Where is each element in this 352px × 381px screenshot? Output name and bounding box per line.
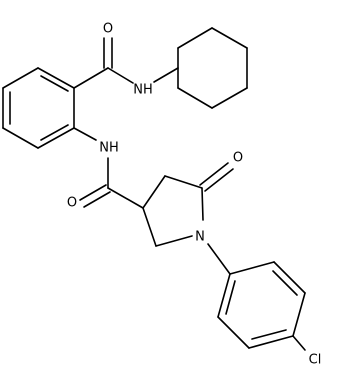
bond [229, 261, 275, 275]
bond [248, 335, 294, 349]
bond [155, 235, 193, 247]
bond [142, 175, 166, 209]
bond [2, 127, 39, 149]
nh-label-cyclohexyl-amide: NH [133, 83, 153, 98]
bond [211, 87, 248, 109]
bond [79, 184, 107, 201]
bond [73, 127, 97, 141]
bond [73, 67, 109, 89]
bond [207, 243, 231, 275]
bond [199, 162, 229, 186]
bond [40, 124, 69, 141]
chlorine-label: Cl [309, 353, 322, 368]
bond [177, 87, 213, 109]
bond [37, 127, 75, 149]
bond [272, 270, 298, 296]
bond [211, 27, 248, 49]
bond-lines [2, 27, 306, 351]
bond [107, 67, 134, 84]
bond [153, 67, 179, 83]
oxygen-label-lactam: O [233, 151, 243, 166]
bond [37, 67, 75, 89]
bond [177, 27, 213, 49]
bond [273, 261, 306, 294]
bond [2, 67, 39, 89]
bond [201, 187, 204, 221]
bond [292, 335, 306, 351]
bond [142, 207, 157, 247]
bond [204, 168, 234, 192]
bond [40, 75, 69, 92]
nh-label-linker-amide: NH [99, 141, 119, 156]
atom-labels: O NH NH O O N Cl [67, 22, 321, 368]
bond [107, 187, 144, 209]
bond [164, 175, 203, 189]
bond [217, 316, 250, 349]
bond [83, 191, 111, 208]
bond [217, 273, 231, 318]
oxygen-label-linker-amide: O [67, 196, 77, 211]
bond [251, 329, 287, 340]
bond [292, 292, 306, 337]
bond [225, 280, 236, 315]
nitrogen-label-pyrrolidinone: N [195, 230, 205, 245]
oxygen-label-top-amide: O [103, 22, 113, 37]
